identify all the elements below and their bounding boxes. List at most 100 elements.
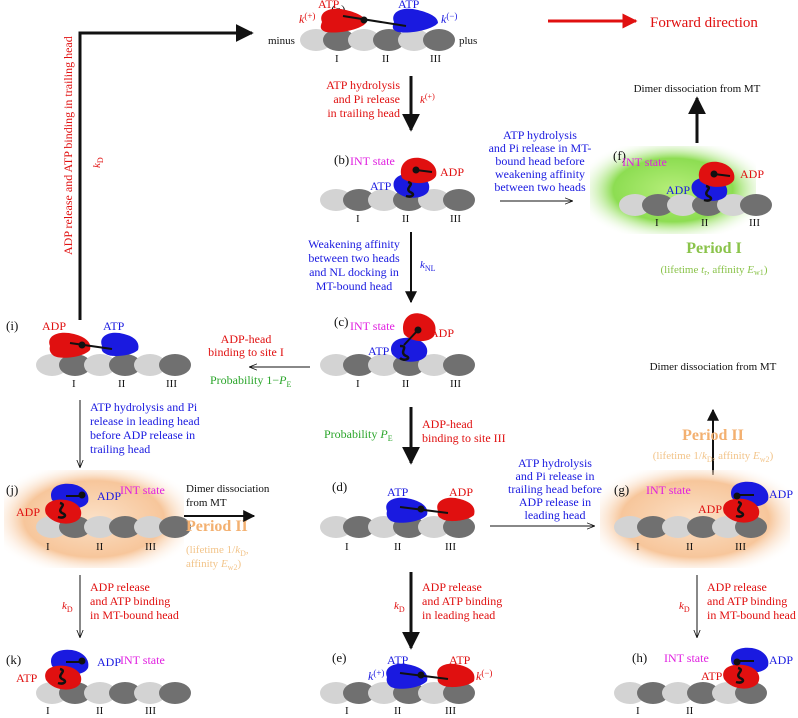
adp-label: ADP [698, 502, 722, 516]
int-state-label: INT state [646, 483, 691, 497]
state-f: (f) INT state ADP ADP I II III Period I … [590, 83, 772, 277]
site-III: III [735, 541, 746, 553]
mt-site [159, 682, 191, 704]
svg-text:trailing head before: trailing head before [508, 482, 602, 496]
neck-junction [78, 657, 86, 665]
state-k: (k) INT state ADP ATP I II III [6, 649, 191, 717]
mt-site [443, 682, 475, 704]
period-II-title: Period II [186, 518, 248, 535]
atp-label: ATP [449, 653, 471, 667]
mt-site [637, 682, 669, 704]
adp-label: ADP [97, 489, 121, 503]
forward-direction-label: Forward direction [650, 15, 758, 31]
transition-b-to-c-label: Weakening affinity between two heads and… [308, 237, 400, 293]
mt-site [443, 354, 475, 376]
k-plus-label: k(+) [368, 668, 384, 683]
neck-junction [710, 170, 718, 178]
svg-text:in MT-bound head: in MT-bound head [707, 608, 796, 622]
arrow-i-to-a [78, 24, 254, 320]
dissociation-label: from MT [186, 497, 227, 509]
mt-site [343, 682, 375, 704]
site-III: III [749, 217, 760, 229]
neck-linker [342, 15, 407, 27]
mt-site [687, 516, 719, 538]
atp-label: ATP [16, 671, 38, 685]
svg-text:binding to site III: binding to site III [422, 431, 506, 445]
neck-junction [733, 492, 741, 500]
neck-junction [412, 166, 420, 174]
mt-site [320, 189, 352, 211]
k-minus-label: k(−) [441, 11, 457, 26]
mt-site [740, 194, 772, 216]
neck-linker [399, 344, 410, 361]
adp-label: ADP [440, 165, 464, 179]
svg-text:trailing head: trailing head [90, 442, 150, 456]
adp-label: ADP [42, 319, 66, 333]
svg-text:ADP-head: ADP-head [221, 332, 272, 346]
int-state-label: INT state [120, 483, 165, 497]
mt-site [368, 354, 400, 376]
mt-site [84, 354, 116, 376]
mt-site [159, 354, 191, 376]
bound-head [45, 499, 82, 524]
atp-label: ATP [370, 179, 392, 193]
svg-text:and ATP binding: and ATP binding [90, 594, 170, 608]
period-I-glow [590, 146, 756, 234]
site-II: II [96, 541, 104, 553]
mt-site [368, 516, 400, 538]
adp-label: ADP [740, 167, 764, 181]
k-d-label: kD [62, 600, 73, 614]
k-d-label: kD [679, 600, 690, 614]
site-II: II [96, 705, 104, 717]
svg-text:and ATP binding: and ATP binding [707, 594, 787, 608]
transition-b-to-f-label: ATP hydrolysis and Pi release in MT- bou… [489, 128, 592, 194]
leading-head [437, 497, 475, 522]
mt-site [134, 682, 166, 704]
neck-junction [78, 341, 86, 349]
adp-label: ADP [769, 487, 793, 501]
period-I-detail: (lifetime tr, affinity Ew1) [661, 264, 768, 277]
mt-site [614, 682, 646, 704]
mt-site [418, 189, 450, 211]
state-b-label: (b) [334, 152, 349, 167]
neck-junction [360, 16, 368, 24]
k-nl-label: kNL [420, 259, 436, 273]
site-II: II [394, 541, 402, 553]
adp-label: ADP [16, 505, 40, 519]
state-c: (c) INT state ADP ATP I II III [320, 313, 475, 390]
period-II-detail: (lifetime 1/kD, [186, 544, 249, 558]
mt-site [687, 682, 719, 704]
atp-label: ATP [701, 669, 723, 683]
site-III: III [445, 541, 456, 553]
svg-text:ADP release in: ADP release in [519, 495, 591, 509]
transition-i-to-a-label: ADP release and ATP binding in trailing … [61, 36, 75, 255]
transition-d-to-e-label: ADP release and ATP binding in leading h… [422, 580, 502, 622]
transition-g-to-h-label: ADP release and ATP binding in MT-bound … [707, 580, 796, 622]
adp-label: ADP [430, 326, 454, 340]
probability-pe: Probability PE [324, 427, 393, 443]
mt-site [134, 516, 166, 538]
mt-site [343, 516, 375, 538]
transition-c-to-i-label: ADP-head binding to site I [208, 332, 284, 359]
mt-site [712, 516, 744, 538]
svg-text:ATP hydrolysis and Pi: ATP hydrolysis and Pi [90, 400, 198, 414]
site-II: II [394, 705, 402, 717]
adp-label: ADP [97, 655, 121, 669]
mt-site [109, 354, 141, 376]
mt-site [642, 194, 674, 216]
svg-text:ADP release: ADP release [90, 580, 150, 594]
state-g: Dimer dissociation from MT Period II (li… [600, 361, 793, 568]
svg-text:in trailing head: in trailing head [327, 106, 400, 120]
svg-text:ADP-head: ADP-head [422, 417, 473, 431]
neck-linker [735, 500, 745, 518]
site-I: I [72, 378, 76, 390]
bound-head [723, 498, 760, 523]
transition-j-to-k-label: ADP release and ATP binding in MT-bound … [90, 580, 179, 622]
state-h: (h) INT state ADP ATP I II [614, 647, 793, 717]
mt-site [662, 682, 694, 704]
svg-text:between two heads: between two heads [494, 180, 586, 194]
svg-text:Weakening affinity: Weakening affinity [308, 237, 400, 251]
int-state-label: INT state [664, 651, 709, 665]
mt-site [320, 516, 352, 538]
site-III: III [450, 378, 461, 390]
